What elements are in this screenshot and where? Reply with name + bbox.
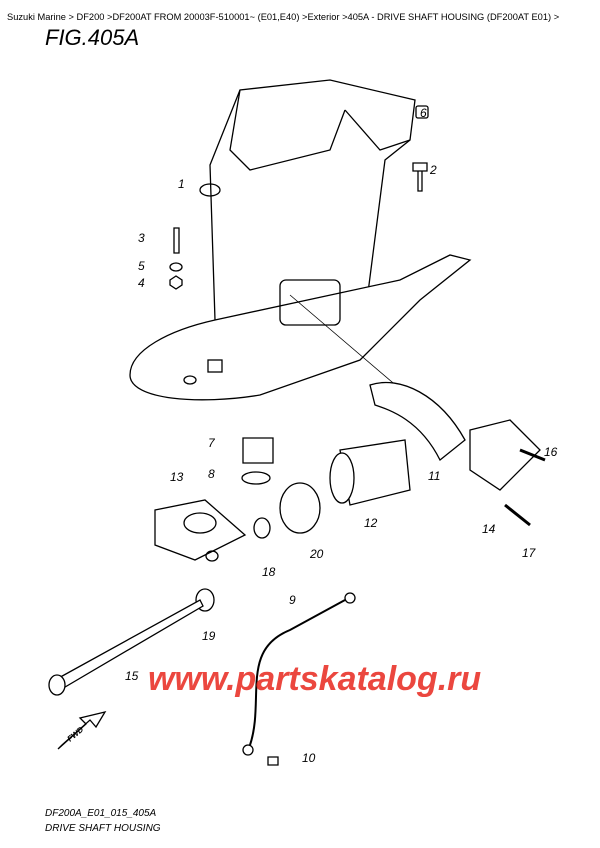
fwd-arrow — [57, 711, 107, 750]
breadcrumb-405a[interactable]: 405A - DRIVE SHAFT HOUSING (DF200AT E01) — [347, 12, 552, 22]
part-label-3[interactable]: 3 — [138, 231, 145, 245]
breadcrumb: Suzuki Marine > DF200 >DF200AT FROM 2000… — [7, 12, 560, 22]
breadcrumb-exterior[interactable]: Exterior — [307, 12, 340, 22]
diagram-code: DF200A_E01_015_405A — [45, 808, 157, 819]
part-label-14[interactable]: 14 — [482, 522, 496, 536]
part-label-4[interactable]: 4 — [138, 276, 145, 290]
breadcrumb-suzuki-marine[interactable]: Suzuki Marine — [7, 12, 66, 22]
drive-shaft-housing — [129, 79, 472, 401]
watermark: www.partskatalog.ru — [148, 660, 482, 698]
part-label-2[interactable]: 2 — [429, 163, 437, 177]
part-label-5[interactable]: 5 — [138, 259, 145, 273]
part-label-12[interactable]: 12 — [364, 516, 378, 530]
part-label-13[interactable]: 13 — [170, 470, 184, 484]
part-label-8[interactable]: 8 — [208, 467, 215, 481]
part-label-18[interactable]: 18 — [262, 565, 276, 579]
part-label-19[interactable]: 19 — [202, 629, 216, 643]
part-label-15[interactable]: 15 — [125, 669, 139, 683]
diagram-caption: DRIVE SHAFT HOUSING — [45, 823, 161, 834]
part-label-16[interactable]: 16 — [544, 445, 558, 459]
part-label-11[interactable]: 11 — [428, 469, 440, 483]
part-label-1[interactable]: 1 — [178, 177, 185, 191]
part-label-17[interactable]: 17 — [522, 546, 537, 560]
part-label-9[interactable]: 9 — [289, 593, 296, 607]
part-label-20[interactable]: 20 — [309, 547, 324, 561]
parts — [48, 105, 546, 766]
breadcrumb-df200at[interactable]: DF200AT FROM 20003F-510001~ (E01,E40) — [112, 12, 300, 22]
breadcrumb-df200[interactable]: DF200 — [76, 12, 105, 22]
figure-title: FIG.405A — [45, 25, 140, 50]
part-label-7[interactable]: 7 — [208, 436, 216, 450]
part-label-6[interactable]: 6 — [420, 106, 427, 120]
part-label-10[interactable]: 10 — [302, 751, 316, 765]
